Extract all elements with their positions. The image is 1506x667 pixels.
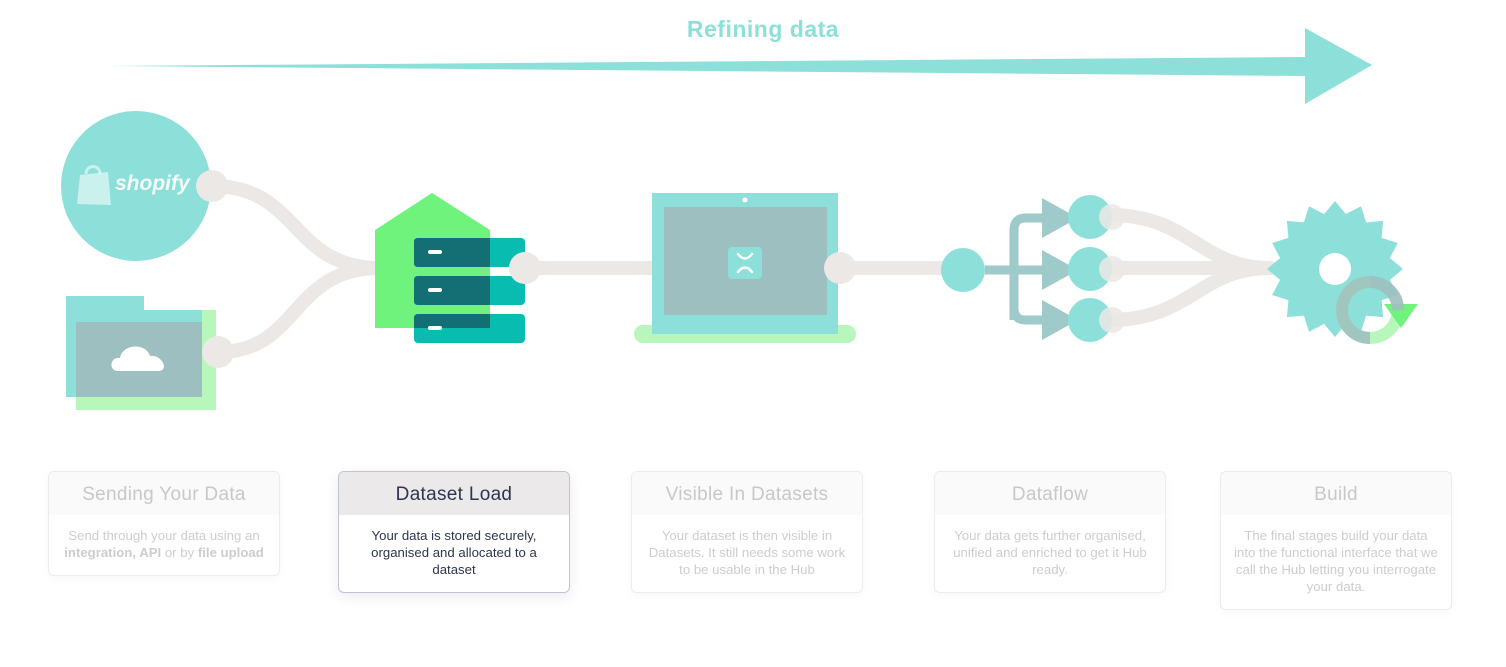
app-logo-icon — [728, 247, 762, 279]
stage-description: The final stages build your data into th… — [1234, 528, 1438, 594]
refresh-icon — [1336, 276, 1418, 344]
shopify-wordmark: shopify — [115, 172, 190, 195]
connector-node — [196, 170, 228, 202]
shopify-source — [61, 111, 211, 261]
stage-title: Visible In Datasets — [632, 472, 862, 515]
dataflow — [941, 195, 1125, 342]
stage-title: Dataflow — [935, 472, 1165, 515]
server-icon — [414, 238, 525, 343]
connector-lines — [205, 179, 1277, 359]
shopify-bag-icon — [77, 165, 111, 205]
refining-data-title: Refining data — [686, 16, 840, 42]
connector-node — [824, 252, 856, 284]
stage-title: Sending Your Data — [49, 472, 279, 515]
dataset-server — [375, 193, 525, 343]
cloud-icon — [111, 346, 164, 371]
stage-description: Send through your data using an integrat… — [64, 528, 264, 560]
stage-description: Your data is stored securely, organised … — [371, 528, 537, 577]
stage-description: Your data gets further organised, unifie… — [953, 528, 1147, 577]
build — [1267, 201, 1418, 344]
gear-icon — [1267, 201, 1403, 337]
connector-node — [202, 336, 234, 368]
stage-title: Dataset Load — [339, 472, 569, 515]
stage-description: Your dataset is then visible in Datasets… — [648, 528, 846, 577]
arrow-icon — [1042, 198, 1078, 340]
stage-title: Build — [1221, 472, 1451, 515]
folder-source — [66, 296, 216, 410]
connector-node — [509, 252, 541, 284]
laptop — [634, 193, 856, 343]
refining-arrow — [110, 28, 1372, 104]
